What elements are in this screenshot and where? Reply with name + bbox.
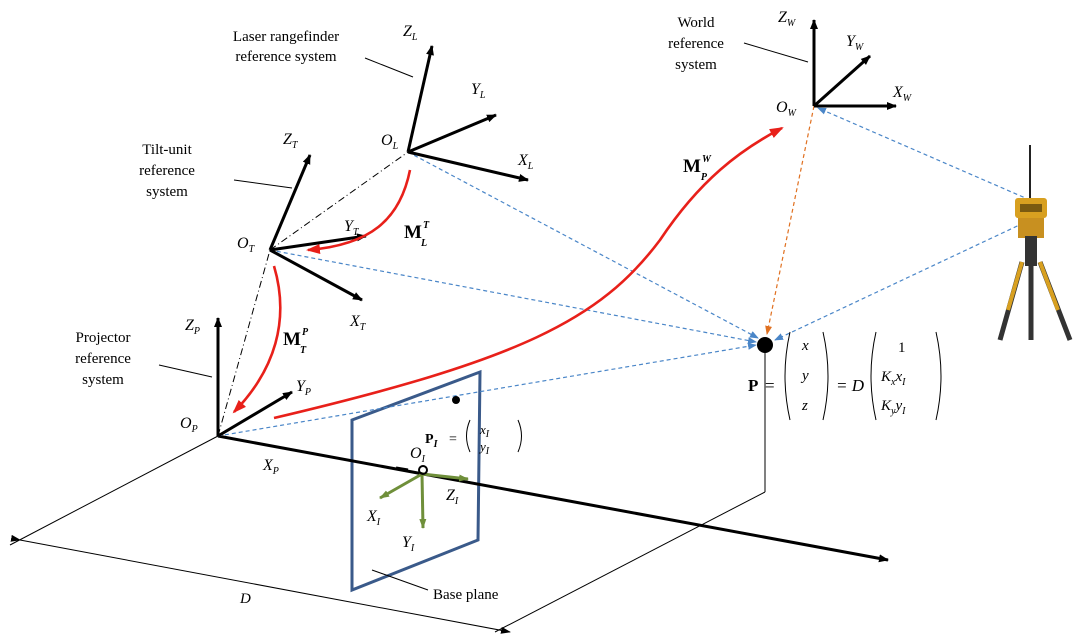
axis-labels: ZL YL XL OL ZT YT XT OT ZW YW XW OW ZP Y… xyxy=(180,9,913,554)
tilt-system-label-1: Tilt-unit xyxy=(142,142,192,158)
tilt-x-label: XT xyxy=(349,313,367,333)
world-system-label-2: reference xyxy=(668,36,724,52)
projector-system-label-1: Projector xyxy=(76,330,131,346)
arrow-m-lt xyxy=(306,169,412,255)
distance-label: D xyxy=(239,591,251,607)
svg-text:PI: PI xyxy=(425,432,439,450)
tilt-system-label-3: system xyxy=(146,184,188,200)
image-origin-label: OI xyxy=(410,445,426,465)
laser-origin-label: OL xyxy=(381,132,399,152)
world-y-label: YW xyxy=(846,33,865,53)
optical-axis-dash xyxy=(395,466,409,472)
total-station-icon xyxy=(997,145,1073,341)
world-z-label: ZW xyxy=(778,9,797,29)
p-equation: P = x y z = D 1 KxxI KyyI xyxy=(748,331,942,421)
laser-z-label: ZL xyxy=(403,23,418,43)
tilt-y-label: YT xyxy=(344,218,360,238)
projector-axes xyxy=(214,317,293,438)
laser-system-label-2: reference system xyxy=(235,49,337,65)
svg-text:= D: = D xyxy=(836,376,865,395)
image-y-label: YI xyxy=(402,534,415,554)
pi-equation: PI = xI yI xyxy=(425,419,522,457)
leader-lines xyxy=(158,42,809,591)
arrow-m-tp xyxy=(232,265,282,414)
projection-rays xyxy=(217,107,1031,437)
world-axes xyxy=(810,19,897,110)
projector-x-label: XP xyxy=(262,457,279,477)
svg-text:z: z xyxy=(801,398,808,414)
distance-line xyxy=(10,534,511,634)
vertical-ray xyxy=(765,105,815,335)
svg-text:y: y xyxy=(800,368,809,384)
image-z-label: ZI xyxy=(446,487,459,507)
base-plane xyxy=(350,369,482,593)
image-x-label: XI xyxy=(366,508,381,528)
projector-x-axis xyxy=(217,434,889,563)
ground-lines xyxy=(9,345,766,634)
projector-y-label: YP xyxy=(296,378,311,398)
projector-z-label: ZP xyxy=(185,317,200,337)
svg-text:=: = xyxy=(765,376,775,395)
base-plane-label: Base plane xyxy=(433,587,499,603)
tilt-axes xyxy=(268,154,367,302)
laser-y-label: YL xyxy=(471,81,486,101)
svg-text:P: P xyxy=(748,376,758,395)
world-system-label-1: World xyxy=(677,15,715,31)
svg-text:=: = xyxy=(449,432,457,447)
image-axes xyxy=(379,472,469,529)
projector-system-label-2: reference xyxy=(75,351,131,367)
image-origin xyxy=(418,465,428,475)
svg-text:x: x xyxy=(801,338,809,354)
laser-x-label: XL xyxy=(517,152,534,172)
point-p xyxy=(757,337,773,353)
laser-axes xyxy=(406,45,529,182)
svg-text:xI: xI xyxy=(479,422,490,440)
svg-text:yI: yI xyxy=(478,439,490,457)
world-x-label: XW xyxy=(892,84,913,104)
svg-text:KxxI: KxxI xyxy=(880,369,906,388)
world-system-label-3: system xyxy=(675,57,717,73)
chain-lines xyxy=(217,151,409,437)
tilt-origin-label: OT xyxy=(237,235,256,255)
projector-system-label-3: system xyxy=(82,372,124,388)
arrow-m-pw xyxy=(273,126,784,420)
system-labels: Laser rangefinder reference system Tilt-… xyxy=(75,15,724,603)
point-pi xyxy=(452,396,460,404)
tilt-z-label: ZT xyxy=(283,131,299,151)
transform-arrows xyxy=(232,126,784,420)
world-origin-label: OW xyxy=(776,99,798,119)
laser-system-label-1: Laser rangefinder xyxy=(233,29,339,45)
svg-text:1: 1 xyxy=(898,340,906,356)
svg-text:KyyI: KyyI xyxy=(880,398,906,417)
tilt-system-label-2: reference xyxy=(139,163,195,179)
projector-origin-label: OP xyxy=(180,415,198,435)
